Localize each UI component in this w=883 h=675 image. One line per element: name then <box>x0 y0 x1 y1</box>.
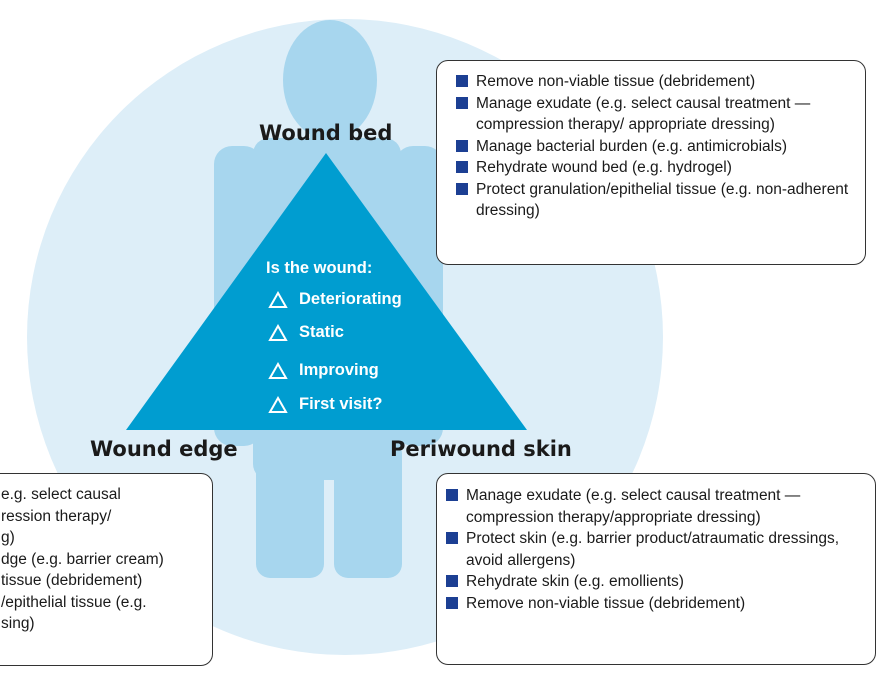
list-item: tissue (debridement) <box>1 570 204 592</box>
status-deteriorating: Deteriorating <box>268 290 402 309</box>
list-item: ression therapy/ <box>1 506 204 528</box>
status-improving: Improving <box>268 361 379 380</box>
status-label: Deteriorating <box>299 290 402 308</box>
item-text: Remove non-viable tissue (debridement) <box>476 73 756 90</box>
item-text: sing) <box>1 615 35 632</box>
item-text: Protect skin (e.g. barrier product/atrau… <box>466 530 840 569</box>
list-item: e.g. select causal <box>1 484 204 506</box>
item-text: Protect granulation/epithelial tissue (e… <box>476 180 849 220</box>
item-text: Manage bacterial burden (e.g. antimicrob… <box>476 137 788 155</box>
periwound-skin-box: Manage exudate (e.g. select causal treat… <box>436 473 876 665</box>
triangle-outline-icon <box>268 290 288 308</box>
list-item: Manage exudate (e.g. select causal treat… <box>446 485 865 528</box>
square-bullet-icon <box>456 75 468 87</box>
item-text: dge (e.g. barrier cream) <box>1 550 164 568</box>
list-item: Remove non-viable tissue (debridement) <box>446 593 865 615</box>
list-item: Manage exudate (e.g. select causal treat… <box>456 93 855 136</box>
square-bullet-icon <box>456 182 468 195</box>
periwound-skin-list: Manage exudate (e.g. select causal treat… <box>446 485 865 614</box>
label-wound-edge: Wound edge <box>90 437 238 461</box>
status-label: Improving <box>299 361 379 379</box>
square-bullet-icon <box>446 532 458 544</box>
item-text: /epithelial tissue (e.g. <box>1 593 147 611</box>
wound-bed-box: Remove non-viable tissue (debridement) M… <box>436 60 866 265</box>
square-bullet-icon <box>446 575 458 587</box>
status-label: First visit? <box>299 395 383 413</box>
list-item: Rehydrate skin (e.g. emollients) <box>446 571 865 593</box>
assessment-triangle <box>126 153 527 430</box>
list-item: Remove non-viable tissue (debridement) <box>456 71 855 93</box>
status-label: Static <box>299 323 344 341</box>
square-bullet-icon <box>446 489 458 501</box>
item-text: ression therapy/ <box>1 507 112 525</box>
list-item: Manage bacterial burden (e.g. antimicrob… <box>456 136 855 158</box>
triangle-outline-icon <box>268 395 288 413</box>
item-text: Manage exudate (e.g. select causal treat… <box>476 94 811 134</box>
square-bullet-icon <box>456 161 468 173</box>
label-wound-bed: Wound bed <box>259 121 393 145</box>
list-item: g) <box>1 527 204 549</box>
square-bullet-icon <box>456 96 468 109</box>
figure-left-leg <box>256 440 324 578</box>
triangle-outline-icon <box>268 361 288 379</box>
figure-head <box>283 20 377 140</box>
square-bullet-icon <box>446 596 458 609</box>
item-text: g) <box>1 529 15 546</box>
square-bullet-icon <box>456 139 468 152</box>
list-item: Protect skin (e.g. barrier product/atrau… <box>446 528 865 571</box>
item-text: Manage exudate (e.g. select causal treat… <box>466 487 801 526</box>
list-item: Rehydrate wound bed (e.g. hydrogel) <box>456 157 855 179</box>
wound-edge-box: e.g. select causal ression therapy/ g) d… <box>0 473 213 666</box>
label-periwound-skin: Periwound skin <box>390 437 572 461</box>
list-item: dge (e.g. barrier cream) <box>1 549 204 571</box>
item-text: Remove non-viable tissue (debridement) <box>466 594 746 612</box>
assessment-question: Is the wound: <box>266 259 373 277</box>
figure-right-leg <box>334 440 402 578</box>
list-item: sing) <box>1 613 204 635</box>
item-text: tissue (debridement) <box>1 572 143 589</box>
status-first-visit: First visit? <box>268 395 382 414</box>
list-item: /epithelial tissue (e.g. <box>1 592 204 614</box>
item-text: Rehydrate skin (e.g. emollients) <box>466 573 684 590</box>
item-text: Rehydrate wound bed (e.g. hydrogel) <box>476 159 732 176</box>
list-item: Protect granulation/epithelial tissue (e… <box>456 179 855 222</box>
status-static: Static <box>268 323 344 342</box>
wound-bed-list: Remove non-viable tissue (debridement) M… <box>456 71 855 222</box>
item-text: e.g. select causal <box>1 486 121 503</box>
triangle-outline-icon <box>268 323 288 341</box>
wound-edge-list: e.g. select causal ression therapy/ g) d… <box>1 484 204 635</box>
